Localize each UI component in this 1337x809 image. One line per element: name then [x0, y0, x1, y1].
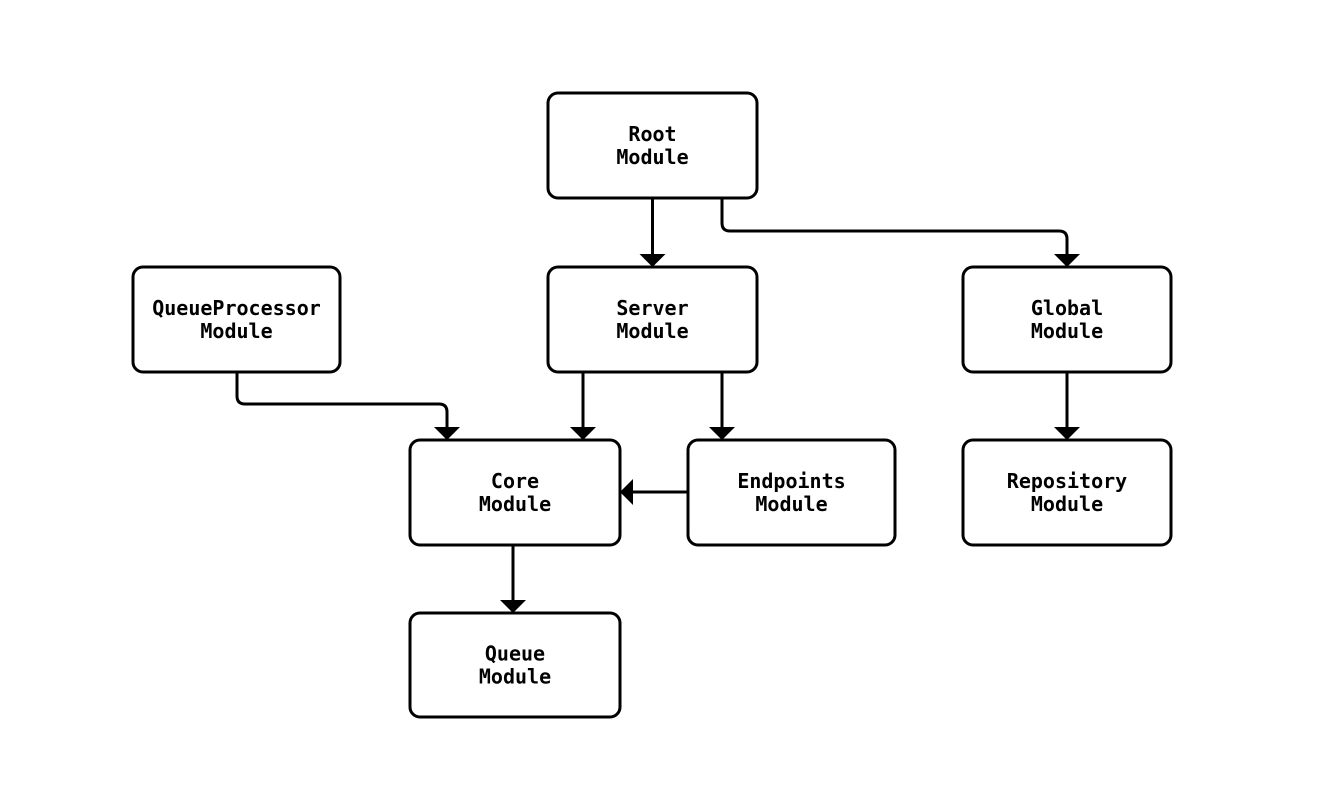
- edge-root-to-server: [639, 198, 666, 267]
- arrowhead-icon: [500, 600, 526, 613]
- arrowhead-icon: [620, 479, 633, 505]
- edge-line: [720, 198, 1069, 254]
- node-box: [408, 438, 622, 547]
- node-box: [546, 91, 759, 200]
- edge-global-to-repository: [1054, 372, 1080, 440]
- arrowhead-icon: [570, 427, 596, 440]
- edge-queueprocessor-to-core: [235, 372, 460, 440]
- node-box: [961, 438, 1173, 547]
- edge-line: [235, 372, 449, 427]
- arrowhead-icon: [639, 254, 666, 267]
- arrowhead-icon: [434, 427, 460, 440]
- arrowhead-icon: [1054, 427, 1080, 440]
- node-box: [961, 265, 1173, 374]
- edge-endpoints-to-core: [620, 479, 688, 505]
- arrowhead-icon: [1054, 254, 1080, 267]
- edge-server-to-endpoints: [709, 372, 735, 440]
- arrowhead-icon: [709, 427, 735, 440]
- node-box: [546, 265, 759, 374]
- edges-layer: [235, 198, 1080, 613]
- edge-server-to-core: [570, 372, 596, 440]
- node-box: [408, 611, 622, 719]
- edge-core-to-queue: [500, 545, 526, 613]
- edge-root-to-global: [720, 198, 1080, 267]
- node-box: [686, 438, 897, 547]
- node-box: [131, 265, 342, 374]
